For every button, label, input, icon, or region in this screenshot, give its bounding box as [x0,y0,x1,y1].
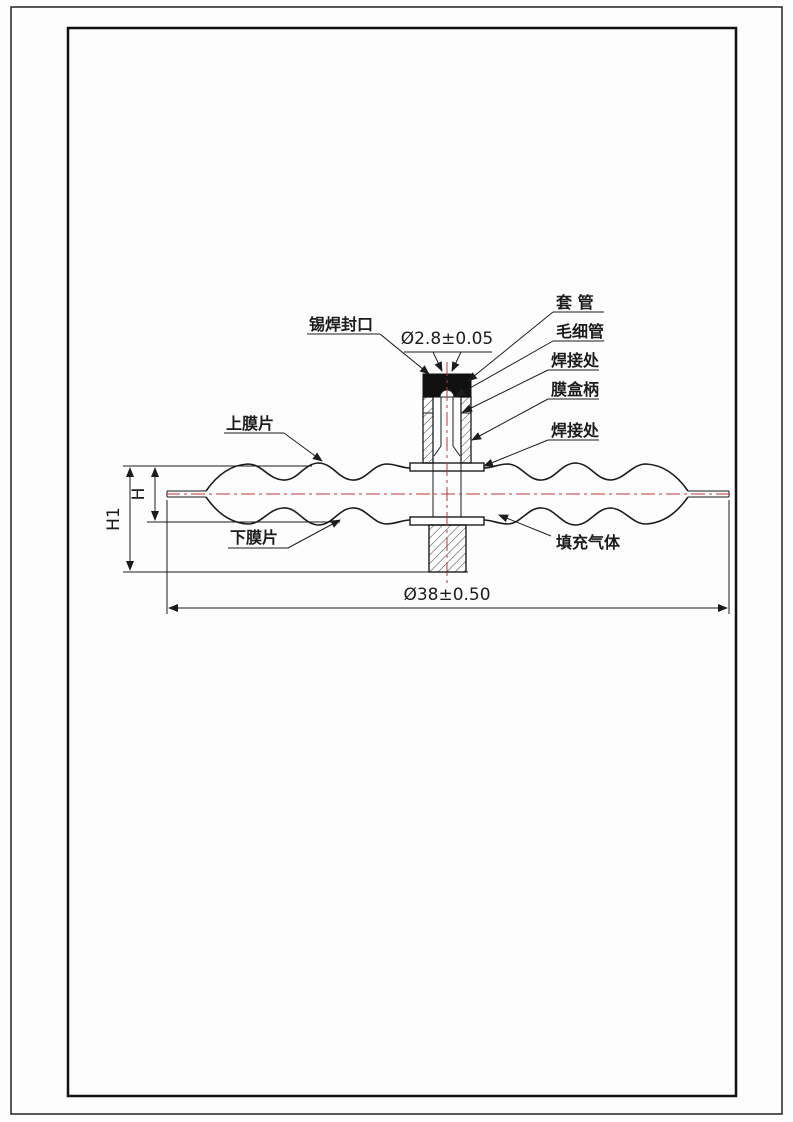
capillary-flare-right [452,445,461,457]
upper-diaphragm-right [483,462,689,492]
label-stem: 膜盒柄 [551,380,599,399]
leader-solder [379,333,430,375]
leader-lines [224,311,604,549]
label-fill-gas: 填充气体 [556,533,621,552]
label-capillary: 毛细管 [556,322,604,341]
dimension-lines [123,351,730,614]
dim-text-h1: H1 [104,507,124,531]
leader-weld-top [462,369,549,413]
label-lower-diaphragm: 下膜片 [230,528,278,547]
dim-text-h: H [129,488,149,501]
dim-arrow-capillary-left [432,351,443,372]
upper-diaphragm-left [205,462,411,492]
stem-wall-left [422,396,434,464]
dim-text-capsule-dia: Ø38±0.50 [403,585,490,605]
label-upper-diaphragm: 上膜片 [226,414,274,433]
dim-arrow-capillary-right [451,351,462,372]
leader-lower-diaphragm [287,519,341,549]
centerlines [166,362,733,586]
label-weld-bottom: 焊接处 [551,421,600,440]
stem-wall-right [460,396,472,464]
outer-border [10,6,783,1115]
lower-diaphragm-left [205,496,411,526]
label-sleeve: 套 管 [555,293,594,312]
leader-sleeve [467,311,554,382]
capillary-flare-left [433,445,442,457]
leader-capillary [455,340,554,397]
lower-diaphragm-right [483,496,689,526]
inner-border [66,26,738,1098]
leader-stem [471,398,549,441]
leader-upper-diaphragm [283,432,323,462]
dim-text-capillary-dia: Ø2.8±0.05 [401,329,494,349]
label-solder-seal: 锡焊封口 [309,315,373,334]
label-weld-top: 焊接处 [551,351,600,370]
leader-weld-bottom [483,439,549,467]
leader-fill-gas [498,514,552,537]
